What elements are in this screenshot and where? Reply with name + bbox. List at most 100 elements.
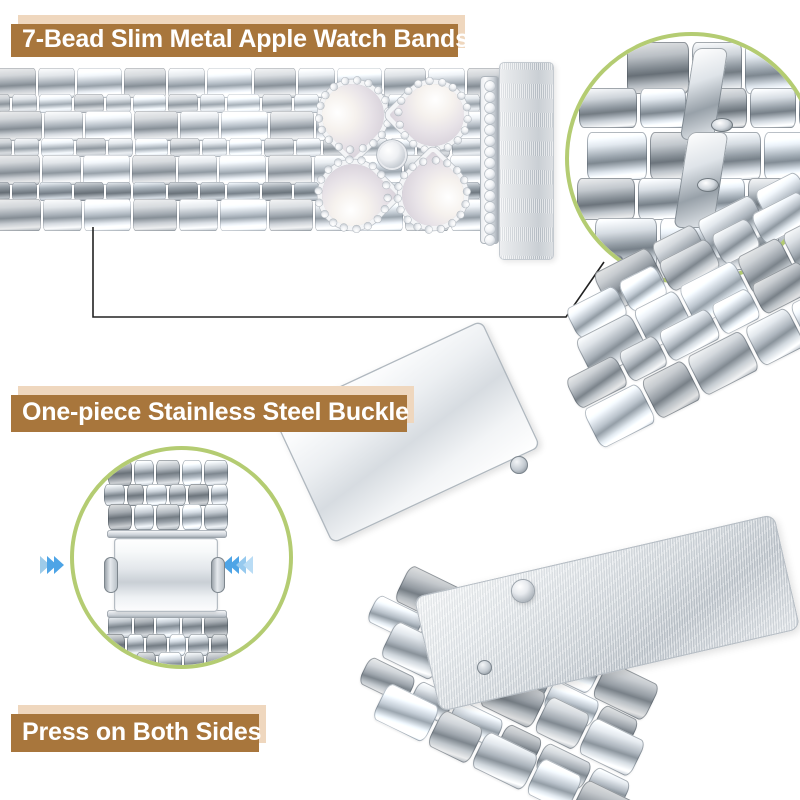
bead-link	[294, 94, 319, 113]
bead-link	[270, 111, 314, 141]
bead-link	[0, 155, 40, 185]
rhinestone	[484, 136, 495, 146]
rhinestone	[379, 204, 390, 215]
rhinestone	[394, 119, 405, 130]
buckle-strap-row	[104, 634, 230, 656]
buckle-release-button-right[interactable]	[211, 557, 225, 593]
rhinestone	[398, 169, 409, 180]
rhinestone	[339, 76, 350, 87]
bead-link	[264, 138, 294, 157]
rhinestone	[333, 141, 344, 152]
rhinestone	[402, 214, 413, 225]
bead-link	[108, 504, 132, 530]
bead-row	[0, 138, 484, 157]
bead-link	[74, 182, 104, 201]
rhinestone	[484, 125, 495, 135]
rhinestone	[484, 147, 495, 157]
bead-link	[268, 155, 312, 185]
rhinestone	[376, 169, 387, 180]
chevron-left-icon	[222, 556, 232, 574]
rhinestone	[436, 223, 447, 234]
bead-link	[76, 138, 106, 157]
banner-bar: Press on Both Sides	[11, 714, 262, 752]
bead-link	[227, 182, 260, 201]
bead-link	[168, 94, 198, 113]
bead-link	[168, 68, 205, 98]
bead-link	[39, 94, 72, 113]
rhinestone	[484, 103, 495, 113]
bead-link	[178, 155, 217, 185]
bead-link	[38, 68, 75, 98]
product-photo-clasp-detail	[272, 140, 800, 800]
bead-link	[0, 111, 42, 141]
bead-link	[146, 484, 167, 506]
bead-link	[219, 155, 266, 185]
bead-link	[158, 652, 182, 665]
bead-link	[750, 88, 796, 128]
bead-link	[84, 199, 131, 231]
hinge-screw	[697, 178, 719, 192]
rhinestone	[333, 157, 344, 168]
rhinestone	[362, 221, 373, 231]
bead-link	[106, 182, 131, 201]
bead-link	[133, 182, 166, 201]
bead-link	[0, 68, 36, 98]
banner-label: One-piece Stainless Steel Buckle	[22, 398, 409, 426]
rhinestone	[357, 143, 368, 154]
rhinestone	[357, 155, 367, 166]
rhinestone	[413, 79, 424, 89]
rhinestone	[412, 221, 423, 232]
rhinestone	[395, 204, 406, 215]
bead-link	[85, 111, 132, 141]
bead-link	[133, 199, 177, 231]
bead-link	[104, 484, 125, 506]
bead-link	[41, 138, 74, 157]
hinge-screw	[711, 118, 733, 132]
rhinestone	[403, 86, 414, 96]
rhinestone	[452, 165, 462, 176]
bead-link	[200, 94, 225, 113]
bead-link	[182, 460, 202, 486]
bead-link	[134, 504, 154, 530]
rhinestone	[328, 81, 339, 92]
rhinestone	[393, 181, 404, 191]
chevron-right-icon	[40, 556, 50, 574]
rhinestone	[319, 209, 330, 220]
bead-link	[39, 182, 72, 201]
clasp-cover-plate	[273, 319, 541, 545]
banner-label: 7-Bead Slim Metal Apple Watch Bands	[22, 25, 469, 53]
rhinestone	[484, 114, 495, 124]
rhinestone	[314, 198, 325, 209]
rhinestone	[447, 218, 458, 229]
rhinestone	[484, 169, 495, 179]
banner-bar: One-piece Stainless Steel Buckle	[11, 395, 409, 432]
buckle-strap-row	[110, 652, 232, 665]
bead-link	[44, 111, 83, 141]
rhinestone	[437, 76, 447, 87]
clasp-release-pin[interactable]	[512, 580, 534, 602]
bead-link	[134, 460, 154, 486]
bead-link	[127, 484, 144, 506]
press-arrows-left	[40, 556, 64, 574]
rhinestone	[442, 142, 453, 153]
rhinestone	[396, 95, 407, 106]
bead-link	[206, 652, 230, 665]
bead-link	[169, 484, 186, 506]
chevron-right-icon	[47, 556, 57, 574]
four-leaf-clover-charm	[309, 71, 477, 239]
bead-link	[0, 94, 10, 113]
rhinestone	[407, 139, 418, 150]
bead-link	[184, 652, 204, 665]
rhinestone	[377, 130, 388, 141]
chevron-left-icon	[243, 556, 253, 574]
bead-link	[42, 155, 81, 185]
rhinestone	[368, 138, 379, 149]
buckle-release-button-left[interactable]	[104, 557, 118, 593]
bead-link	[74, 94, 104, 113]
chevron-right-icon	[54, 556, 64, 574]
rhinestone	[418, 156, 429, 167]
rhinestone	[372, 214, 383, 224]
bead-link	[14, 138, 39, 157]
rhinestone	[368, 160, 379, 171]
chevron-left-icon	[229, 556, 239, 574]
